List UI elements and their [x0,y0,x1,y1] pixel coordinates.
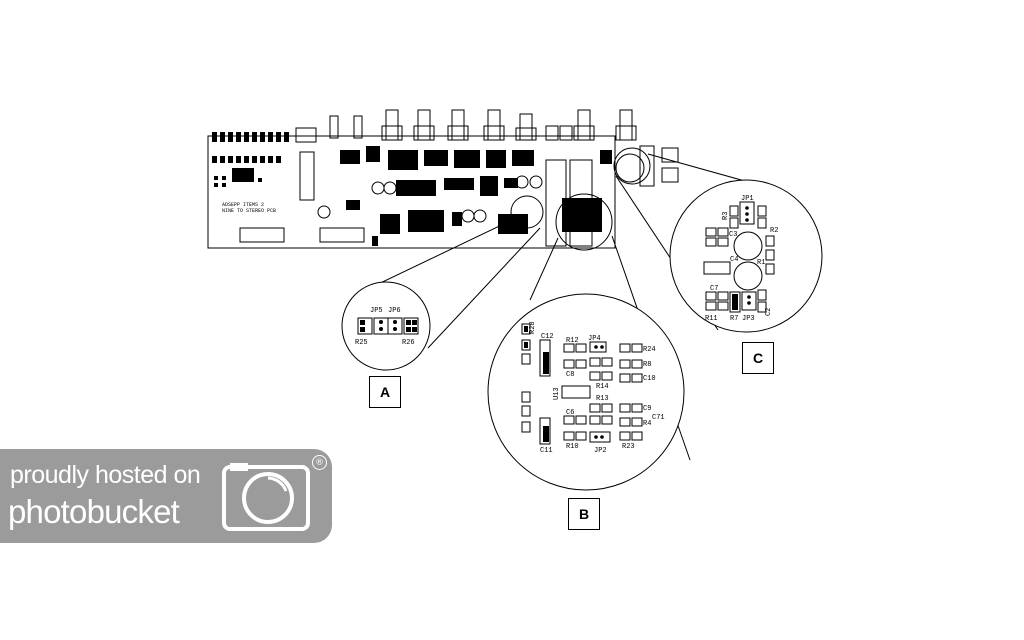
label-jp6: JP6 [388,307,401,315]
label-r8: R8 [643,361,651,369]
pcb-board: ADSEPP ITEMS 2 NINE TO STEREO PCB [207,109,679,249]
label-c11: C11 [540,447,553,455]
label-c4: C4 [730,256,738,264]
label-jp4: JP4 [588,335,601,343]
photobucket-watermark[interactable]: proudly hosted on photobucket ® [0,449,332,543]
label-r13: R13 [596,395,609,403]
label-c10: C10 [643,375,656,383]
board-text-1: ADSEPP ITEMS 2 [222,202,264,208]
label-c9: C9 [643,405,651,413]
label-r4: R4 [643,420,651,428]
callout-c-label: C [742,342,774,374]
callout-b-detail: R28 C12 R12 JP4 R24 R8 C8 C10 R14 U13 R1… [487,293,685,491]
label-c71: C71 [652,414,665,422]
label-jp3: JP3 [742,315,755,323]
label-r12: R12 [566,337,579,345]
callout-a-label: A [369,376,401,408]
label-r28: R28 [529,321,537,334]
label-r7: R7 [730,315,738,323]
label-r23: R23 [622,443,635,451]
label-c6: C6 [566,409,574,417]
label-r25: R25 [355,339,368,347]
label-jp1: JP1 [741,195,754,203]
label-c8: C8 [566,371,574,379]
label-r1: R1 [757,259,765,267]
label-jp2: JP2 [594,447,607,455]
watermark-line2: photobucket [8,493,180,530]
label-r14: R14 [596,383,609,391]
label-c2: C2 [765,308,773,316]
label-u13: U13 [553,387,561,400]
label-r11: R11 [705,315,718,323]
watermark-line1: proudly hosted on [10,461,201,489]
board-text-2: NINE TO STEREO PCB [222,208,276,214]
label-c12: C12 [541,333,554,341]
label-r26: R26 [402,339,415,347]
label-r10: R10 [566,443,579,451]
callout-c-detail: JP1 R3 R2 C3 C4 R1 C7 R11 R7 JP3 C2 [669,179,823,333]
label-c3: C3 [729,231,737,239]
label-r24: R24 [643,346,656,354]
callout-b-label: B [568,498,600,530]
camera-icon [222,463,310,531]
label-r2: R2 [770,227,778,235]
callout-a-detail: JP5 JP6 R25 R26 [341,281,431,371]
label-r3: R3 [722,212,730,220]
registered-mark: ® [312,455,327,470]
label-jp5: JP5 [370,307,383,315]
label-c7: C7 [710,285,718,293]
